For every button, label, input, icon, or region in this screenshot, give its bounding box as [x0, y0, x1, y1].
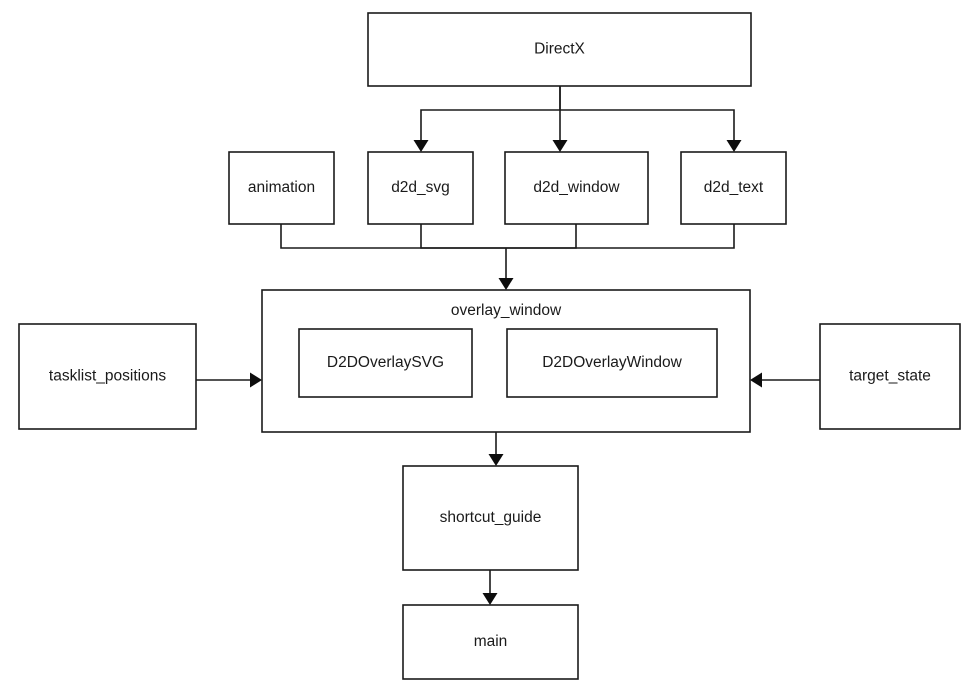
arrow-head-icon: [750, 372, 762, 388]
nodes-layer: DirectX animation d2d_svg d2d_window d2d_tex…: [18, 12, 961, 680]
node-box-d2d_svg[interactable]: [367, 151, 474, 225]
edge-directx-to-d2d_window: [552, 86, 568, 152]
edge-bus-to-overlay_window: [498, 248, 514, 290]
node-d2doverlaywindow[interactable]: D2DOverlayWindow: [506, 328, 718, 398]
edge-line: [506, 224, 735, 249]
edges-layer: [196, 86, 820, 605]
node-d2doverlaysvg[interactable]: D2DOverlaySVG: [298, 328, 473, 398]
node-d2d_svg[interactable]: d2d_svg: [367, 151, 474, 225]
node-box-tasklist_positions[interactable]: [18, 323, 197, 430]
node-main[interactable]: main: [402, 604, 579, 680]
node-target_state[interactable]: target_state: [819, 323, 961, 430]
edge-d2d_svg-to-overlay_window: [420, 224, 506, 249]
arrow-head-icon: [413, 140, 429, 152]
edge-directx-to-d2d_svg: [413, 86, 561, 152]
arrow-head-icon: [726, 140, 742, 152]
edge-line: [506, 224, 577, 249]
node-box-d2doverlaywindow[interactable]: [506, 328, 718, 398]
edge-d2d_text-to-overlay_window: [506, 224, 735, 249]
edge-directx-to-d2d_text: [560, 109, 742, 152]
edge-line: [420, 224, 506, 249]
arrow-head-icon: [250, 372, 262, 388]
node-box-main[interactable]: [402, 604, 579, 680]
node-directx[interactable]: DirectX: [367, 12, 752, 87]
arrow-head-icon: [552, 140, 568, 152]
edge-tasklist_positions-to-overlay_window: [196, 372, 262, 388]
edge-line: [420, 86, 561, 148]
node-d2d_text[interactable]: d2d_text: [680, 151, 787, 225]
node-box-target_state[interactable]: [819, 323, 961, 430]
node-shortcut_guide[interactable]: shortcut_guide: [402, 465, 579, 571]
edge-line: [280, 224, 506, 249]
node-d2d_window[interactable]: d2d_window: [504, 151, 649, 225]
node-box-animation[interactable]: [228, 151, 335, 225]
node-box-directx[interactable]: [367, 12, 752, 87]
edge-target_state-to-overlay_window: [750, 372, 820, 388]
edge-line: [560, 109, 735, 148]
edge-d2d_window-to-overlay_window: [506, 224, 577, 249]
node-box-d2d_text[interactable]: [680, 151, 787, 225]
node-box-shortcut_guide[interactable]: [402, 465, 579, 571]
edge-overlay_window-to-shortcut_guide: [488, 432, 504, 466]
node-box-d2d_window[interactable]: [504, 151, 649, 225]
node-box-d2doverlaysvg[interactable]: [298, 328, 473, 398]
node-animation[interactable]: animation: [228, 151, 335, 225]
arrow-head-icon: [482, 593, 498, 605]
edge-shortcut_guide-to-main: [482, 570, 498, 605]
node-tasklist_positions[interactable]: tasklist_positions: [18, 323, 197, 430]
arrow-head-icon: [488, 454, 504, 466]
arrow-head-icon: [498, 278, 514, 290]
edge-animation-to-overlay_window: [280, 224, 506, 249]
